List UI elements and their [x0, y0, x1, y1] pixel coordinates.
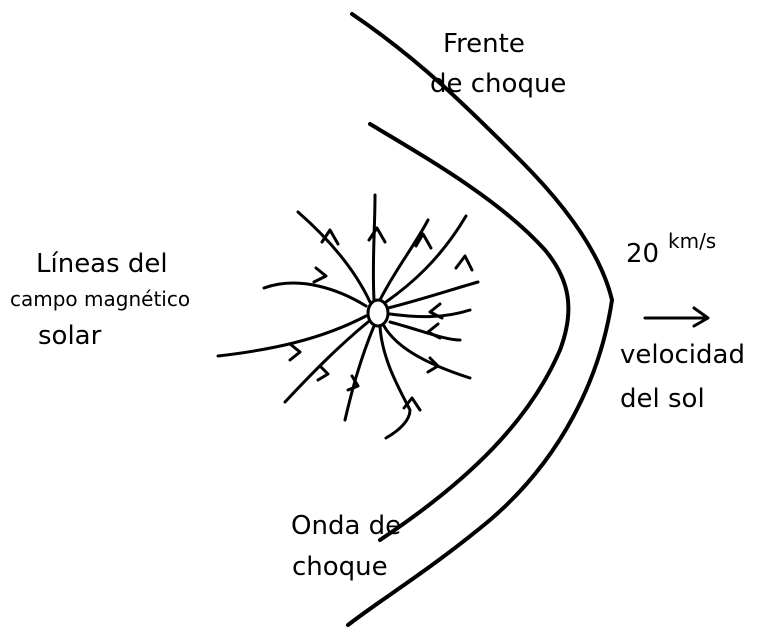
field-line: [373, 195, 375, 300]
label-velocidad-del-sol: velocidad del sol: [620, 340, 745, 414]
sun-circle: [368, 300, 388, 326]
label-speed: 20 km/s: [626, 229, 716, 269]
field-line: [264, 283, 366, 306]
onda-line-2: choque: [292, 552, 388, 582]
field-line: [380, 326, 410, 438]
onda-line-1: Onda de: [291, 511, 401, 541]
speed-unit: km/s: [668, 229, 716, 253]
velocidad-line-1: velocidad: [620, 340, 745, 370]
label-onda-de-choque: Onda de choque: [291, 511, 401, 582]
label-lineas-campo: Líneas del campo magnético solar: [10, 249, 190, 351]
field-arrowhead: [456, 256, 472, 270]
field-line: [390, 322, 460, 340]
lineas-line-3: solar: [38, 321, 102, 351]
velocidad-line-2: del sol: [620, 384, 705, 414]
frente-line-2: de choque: [430, 69, 566, 99]
field-line: [388, 282, 478, 308]
frente-line-1: Frente: [443, 29, 525, 59]
shock-wave-curve: [370, 124, 568, 540]
field-arrowhead: [290, 344, 300, 360]
field-arrowhead: [369, 228, 385, 242]
label-frente-de-choque: Frente de choque: [430, 29, 566, 99]
field-line: [218, 316, 366, 356]
lineas-line-2: campo magnético: [10, 287, 190, 311]
lineas-line-1: Líneas del: [36, 249, 168, 279]
field-arrowhead: [428, 324, 440, 338]
sun-velocity-arrow: [645, 308, 708, 326]
field-line-arrowheads: [290, 228, 472, 410]
field-arrowhead: [314, 268, 326, 282]
speed-value: 20: [626, 239, 659, 269]
field-line: [298, 212, 370, 302]
